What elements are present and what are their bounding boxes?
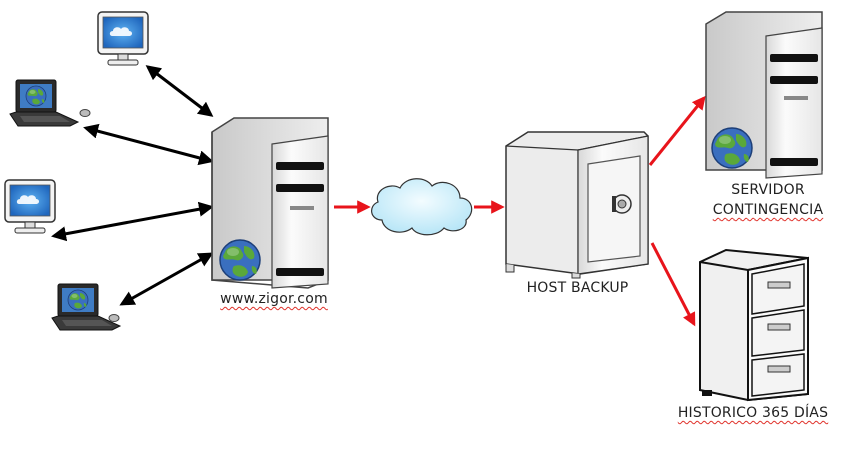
arrow-monitor2-server: [51, 201, 214, 242]
laptop-icon: [9, 79, 91, 127]
desktop-monitor-icon: [97, 11, 149, 66]
contingency-label-line1: SERVIDOR: [731, 182, 805, 198]
arrow-laptop2-server: [119, 252, 214, 306]
web-server-icon: [211, 117, 329, 289]
history-label-text: HISTORICO 365 DÍAS: [677, 405, 829, 421]
host-backup-label: HOST BACKUP: [505, 280, 650, 296]
contingency-server-icon: [705, 11, 823, 179]
desktop-monitor-icon: [4, 179, 56, 234]
arrow-monitor1-server: [145, 65, 214, 117]
filing-cabinet-icon: [699, 248, 809, 402]
contingency-label: SERVIDOR CONTINGENCIA: [688, 180, 848, 220]
safe-backup-icon: [505, 131, 649, 279]
host-backup-label-text: HOST BACKUP: [526, 280, 629, 296]
arrow-backup-contingency: [648, 95, 706, 166]
laptop-icon: [51, 283, 122, 331]
internet-cloud-icon: [371, 178, 473, 236]
web-server-label: www.zigor.com: [199, 291, 349, 307]
contingency-label-line2: CONTINGENCIA: [712, 202, 824, 218]
history-label: HISTORICO 365 DÍAS: [658, 405, 848, 421]
arrow-laptop1-server: [83, 123, 214, 166]
arrow-backup-history: [650, 242, 696, 327]
web-server-label-text: www.zigor.com: [220, 291, 328, 307]
